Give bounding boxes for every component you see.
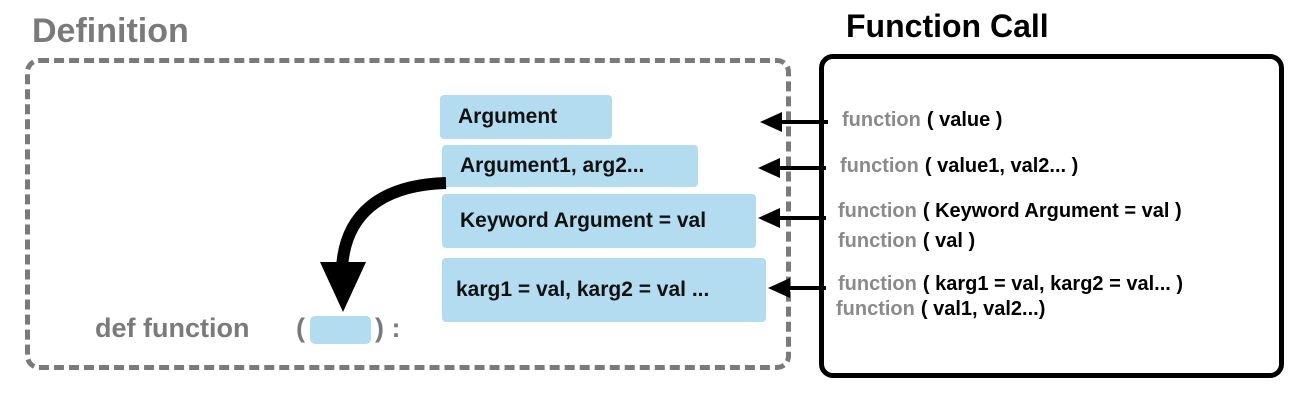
argument-label: karg1 = val, karg2 = val ...: [456, 278, 710, 301]
call-function-name: function: [838, 273, 917, 295]
left-arrow-icon: [758, 208, 826, 228]
call-function-name: function: [838, 200, 917, 222]
call-args: ( value1, val2... ): [924, 155, 1079, 177]
call-line-keyword-default: function( val ): [838, 230, 975, 253]
curved-arrow-icon: [320, 177, 447, 312]
call-function-name: function: [838, 230, 917, 252]
definition-frame: [25, 58, 791, 370]
parameter-slot: [310, 316, 371, 344]
argument-box-keyword: Keyword Argument = val: [442, 194, 756, 248]
argument-label: Argument1, arg2...: [460, 154, 645, 177]
call-args: ( val ): [922, 230, 976, 252]
def-close-paren: ) :: [375, 313, 401, 343]
argument-label: Argument: [458, 105, 558, 128]
argument-box-multiple: Argument1, arg2...: [442, 145, 698, 187]
function-call-title: Function Call: [846, 8, 1049, 44]
left-arrow-icon: [758, 158, 826, 178]
call-function-name: function: [840, 155, 919, 177]
call-line-values: function( value1, val2... ): [840, 155, 1078, 178]
call-line-keyword: function( Keyword Argument = val ): [838, 200, 1182, 223]
call-line-value: function( value ): [842, 109, 1002, 132]
argument-label: Keyword Argument = val: [460, 209, 707, 232]
def-function-keyword: def function: [95, 313, 250, 343]
call-line-kwargs: function( karg1 = val, karg2 = val... ): [838, 273, 1183, 296]
call-args: ( karg1 = val, karg2 = val... ): [922, 273, 1184, 295]
call-args: ( Keyword Argument = val ): [922, 200, 1182, 222]
def-open-paren: (: [296, 313, 305, 343]
argument-box-keyword-multiple: karg1 = val, karg2 = val ...: [442, 258, 766, 322]
call-line-kwargs-default: function( val1, val2...): [836, 298, 1045, 321]
call-args: ( val1, val2...): [920, 298, 1046, 320]
call-function-name: function: [842, 109, 921, 131]
left-arrow-icon: [760, 112, 828, 132]
definition-title: Definition: [32, 12, 189, 50]
left-arrow-icon: [768, 278, 826, 298]
call-args: ( value ): [926, 109, 1003, 131]
argument-box-positional: Argument: [440, 95, 612, 139]
call-function-name: function: [836, 298, 915, 320]
